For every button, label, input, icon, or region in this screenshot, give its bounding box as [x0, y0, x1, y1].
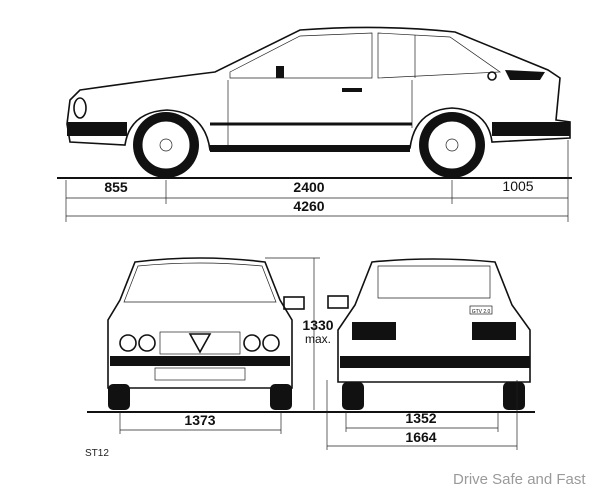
- side-mirror: [276, 66, 284, 78]
- sill: [210, 145, 410, 152]
- wheelbase-label: 2400: [293, 179, 324, 195]
- front-right-tire: [270, 384, 292, 410]
- rear-wheel: [419, 112, 485, 178]
- height-note: max.: [305, 332, 331, 346]
- height-label: 1330: [302, 317, 333, 333]
- rear-view: GTV 2.0 1352 1664: [326, 258, 531, 450]
- overall-length-label: 4260: [293, 198, 324, 214]
- front-side-window: [229, 32, 373, 79]
- rear-body-outline: [337, 258, 531, 383]
- rear-left-lights: [352, 322, 396, 340]
- rear-bumper-rear: [340, 356, 530, 368]
- headlight: [73, 97, 87, 119]
- drawing-code: ST12: [85, 448, 109, 459]
- front-wheel: [133, 112, 199, 178]
- gtv-badge: [469, 305, 493, 315]
- gtv-badge-text: GTV 2.0: [472, 309, 491, 315]
- front-bumper-front: [110, 356, 290, 366]
- front-bumper: [67, 122, 127, 136]
- lower-intake: [154, 367, 246, 381]
- rear-dimension-lines: [326, 380, 518, 450]
- front-track-label: 1373: [184, 412, 215, 428]
- rear-window: [377, 265, 491, 299]
- side-dimension-lines: [65, 140, 569, 222]
- watermark: Drive Safe and Fast: [453, 471, 586, 488]
- grille: [159, 331, 241, 355]
- rear-right-lights: [472, 322, 516, 340]
- rear-side-window: [377, 32, 502, 79]
- front-overhang-label: 855: [104, 179, 128, 195]
- door-handle: [342, 88, 362, 92]
- front-body-outline: [107, 257, 293, 389]
- rear-vent: [505, 70, 545, 80]
- overall-width-label: 1664: [405, 429, 436, 445]
- side-body-outline: [66, 26, 571, 151]
- badge-roundel: [487, 71, 497, 81]
- front-right-lights: [262, 334, 280, 352]
- windshield: [123, 262, 277, 303]
- front-mirror: [283, 296, 305, 310]
- front-left-lights: [138, 334, 156, 352]
- front-left-tire: [108, 384, 130, 410]
- rear-mirror: [327, 295, 349, 309]
- rear-bumper: [492, 122, 570, 136]
- rear-right-tire: [503, 382, 525, 410]
- side-view: 855 2400 1005 4260: [57, 26, 572, 222]
- rear-overhang-label: 1005: [502, 178, 533, 194]
- front-dimension-lines: [119, 257, 320, 434]
- rear-track-label: 1352: [405, 410, 436, 426]
- front-view: 1373 1330 max.: [87, 257, 535, 434]
- rear-left-tire: [342, 382, 364, 410]
- alfa-shield: [188, 333, 212, 354]
